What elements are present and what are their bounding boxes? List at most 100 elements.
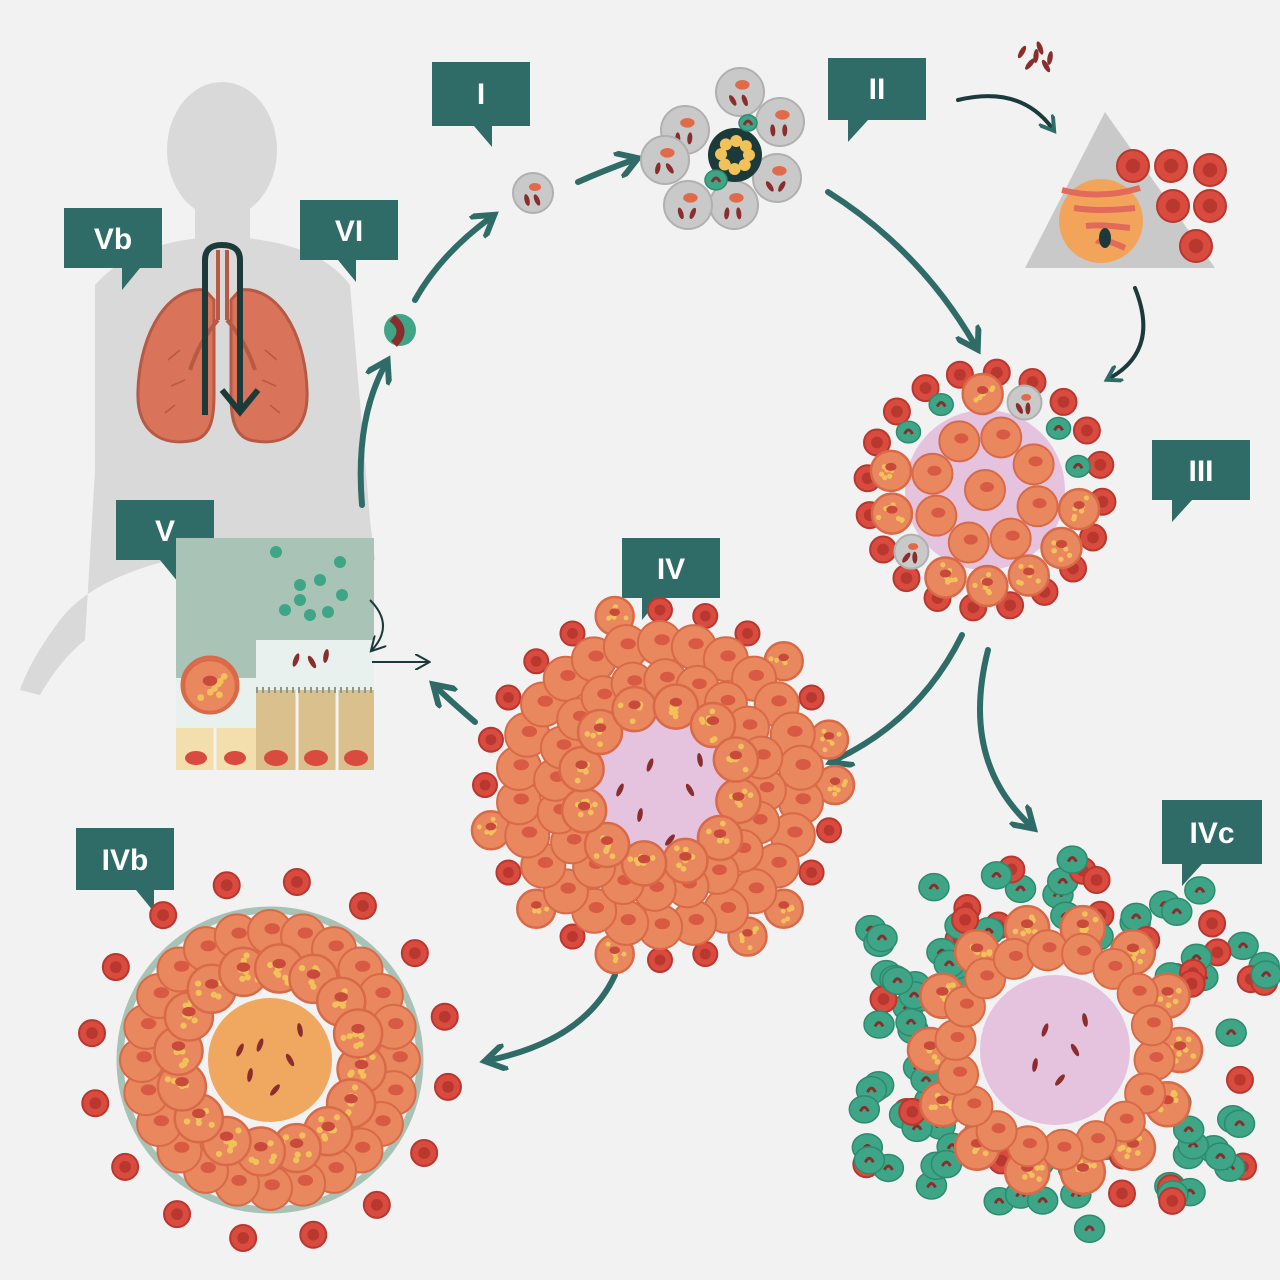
bacterium — [665, 834, 675, 846]
callout-I: I — [432, 62, 530, 147]
stage-IV-granuloma — [470, 595, 856, 975]
bacterium — [1017, 45, 1027, 59]
arrow-IV-to-V — [437, 688, 478, 725]
lymphocyte-green — [848, 1095, 881, 1124]
bacterium — [1070, 1043, 1080, 1057]
bacterium — [285, 1053, 295, 1067]
bacterium — [697, 753, 703, 767]
macrophage — [752, 153, 802, 203]
callout-IVb: IVb — [76, 828, 174, 912]
lymphocyte-green — [928, 393, 954, 417]
lymphocyte-green — [1204, 1142, 1237, 1171]
arrow-V-to-VI — [357, 365, 385, 508]
arrow-group — [357, 160, 1030, 1060]
lymphocyte-green — [980, 861, 1013, 890]
stage-VI-cell — [384, 314, 416, 347]
bacterium — [685, 783, 695, 797]
callout-VI: VI — [300, 200, 398, 282]
macrophage — [640, 135, 690, 185]
bacterium — [1025, 58, 1035, 70]
lymphocyte-green — [738, 114, 758, 132]
bacterium — [292, 653, 300, 667]
lymphocyte-green — [866, 923, 898, 953]
macrophage — [1006, 384, 1043, 421]
label-IVc: IVc — [1189, 817, 1234, 850]
bacterium — [307, 655, 317, 669]
lymphocyte-green — [1227, 931, 1259, 961]
label-III: III — [1188, 455, 1213, 488]
dark-arrow-group — [956, 94, 1146, 378]
macrophage — [663, 180, 713, 230]
bacterium — [270, 1084, 280, 1096]
bacterium — [1082, 1013, 1088, 1027]
label-IV: IV — [657, 553, 685, 586]
foamy-macrophage — [611, 685, 658, 733]
label-I: I — [477, 78, 485, 111]
bacterium — [1047, 51, 1053, 65]
bacterium — [1055, 1074, 1065, 1086]
stage-II-necrosis-triangle — [1025, 112, 1227, 268]
bacterium — [1041, 1023, 1049, 1037]
foamy-macrophage — [689, 701, 737, 749]
stage-III-granuloma — [853, 358, 1117, 622]
callout-IVc: IVc — [1162, 800, 1262, 886]
macrophage — [893, 533, 930, 570]
lymphocyte-green — [1250, 960, 1280, 989]
arrow-III-to-IV — [835, 632, 965, 760]
label-V: V — [155, 515, 175, 548]
lymphocyte-green — [1073, 1214, 1106, 1244]
lymphocyte-green — [895, 420, 922, 444]
stage-IVb-encapsulated-granuloma — [78, 868, 462, 1252]
lymphocyte-green — [1056, 845, 1089, 874]
bacterium — [323, 649, 329, 663]
lymphocyte-green — [704, 169, 728, 191]
lymphocyte-green — [1223, 1109, 1256, 1138]
cell-stages — [78, 41, 1280, 1252]
tissue-panel-V — [176, 538, 428, 770]
label-IVb: IVb — [102, 844, 149, 877]
lymphocyte-green — [881, 966, 914, 995]
stage-IVc-granuloma — [848, 845, 1280, 1244]
lymphocyte-green — [1065, 454, 1091, 478]
macrophage — [715, 67, 765, 117]
arrow-III-to-IVc — [977, 647, 1030, 825]
bacterium — [1041, 59, 1051, 73]
lymphocyte-green — [1184, 876, 1216, 905]
macrophage — [755, 97, 805, 147]
stage-I-infected-macrophage — [512, 172, 554, 214]
arrow-II-to-III — [825, 189, 975, 345]
lymphocyte-green — [863, 1010, 895, 1039]
lungs-icon — [136, 241, 309, 444]
bacterium — [1032, 1058, 1038, 1072]
foamy-macrophage — [182, 658, 238, 714]
arrow-II-to-bacteria — [956, 94, 1052, 128]
callout-III: III — [1152, 440, 1250, 522]
stage-II-bacteria — [1017, 41, 1053, 73]
label-VI: VI — [335, 215, 363, 248]
lymphocyte-green — [853, 1146, 886, 1175]
callout-II: II — [828, 58, 926, 142]
arrow-VI-to-I — [412, 218, 490, 303]
bacterium — [616, 783, 624, 797]
callout-IV: IV — [622, 538, 720, 620]
bacterium — [256, 1038, 264, 1052]
arrow-triangle-to-III — [1110, 286, 1146, 378]
bacterium — [646, 758, 654, 772]
stage-V-tissue-cells — [182, 546, 348, 714]
bacterium — [1036, 41, 1044, 55]
bacterium — [1033, 49, 1039, 63]
lymphocyte-green — [918, 872, 950, 902]
lymphocyte-green — [1045, 416, 1072, 440]
bacterium — [247, 1068, 253, 1082]
label-Vb: Vb — [94, 223, 132, 256]
lymphocyte-green — [1161, 897, 1193, 927]
arrow-I-to-II — [575, 160, 633, 185]
bacterium — [637, 808, 643, 822]
callout-Vb: Vb — [64, 208, 162, 290]
label-II: II — [869, 73, 886, 106]
callout-V: V — [116, 500, 214, 582]
bacterium — [236, 1043, 244, 1057]
stage-II-cluster — [640, 67, 805, 230]
bacterium — [297, 1023, 303, 1037]
